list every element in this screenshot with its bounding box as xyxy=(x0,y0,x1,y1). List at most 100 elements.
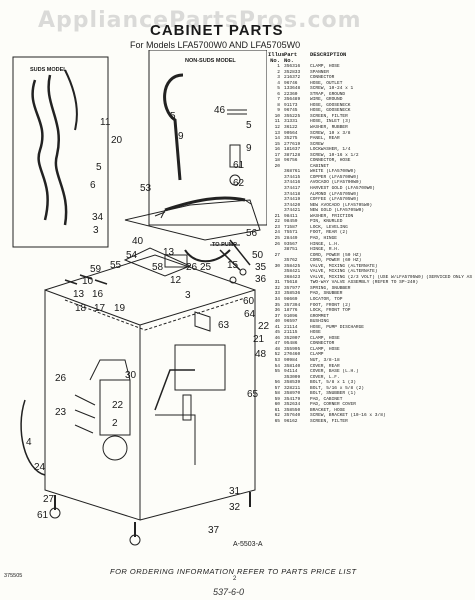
callout: 61 xyxy=(37,510,49,521)
ordering-note: FOR ORDERING INFORMATION REFER TO PARTS … xyxy=(110,567,357,576)
part-no-cell: 358550 xyxy=(284,407,301,413)
description-cell: HOSE, INLET (3) xyxy=(310,119,351,125)
callout: 5 xyxy=(170,111,176,122)
part-no-cell: 75571 xyxy=(284,230,298,236)
description-cell: HINGE, R.H. xyxy=(310,247,340,253)
part-no-cell: 356489 xyxy=(284,97,301,103)
callout: 16 xyxy=(92,289,104,300)
description-cell: CLAMP, HOSE xyxy=(310,346,340,352)
callout: 17 xyxy=(94,303,106,314)
description-cell: PANEL, REAR xyxy=(310,136,340,142)
illus-no-cell: 21 xyxy=(274,213,280,219)
description-cell: AVOCADO (LFA5700W0) xyxy=(310,180,362,186)
illus-no-cell: 13 xyxy=(274,130,280,136)
illus-no-cell: 26 xyxy=(274,241,280,247)
description-cell: HARVEST GOLD (LFA5700W0) xyxy=(310,186,375,192)
description-cell: PIN, KNURLED xyxy=(310,219,343,225)
illus-no-cell: 8 xyxy=(277,102,280,108)
part-no-cell: 354179 xyxy=(284,396,301,402)
description-cell: SPRING, SNUBBER xyxy=(310,285,351,291)
description-cell: BOLT, SNUBBER (1) xyxy=(310,391,356,397)
illus-no-cell: 25 xyxy=(274,235,280,241)
page-title: CABINET PARTS xyxy=(150,22,284,39)
illus-no-cell: 7 xyxy=(277,97,280,103)
callout: 15 xyxy=(227,260,239,271)
callout: 34 xyxy=(92,212,104,223)
part-no-cell: 36122 xyxy=(284,125,298,131)
callout: 40 xyxy=(132,236,144,247)
description-cell: CLAMP xyxy=(310,352,324,358)
description-cell: HOSE xyxy=(310,330,321,336)
description-cell: HOSE, PUMP DISCHARGE xyxy=(310,324,365,330)
description-cell: HOSE, GOOSENECK xyxy=(310,102,351,108)
description-cell: CONNECTOR xyxy=(310,341,335,347)
callout: 3 xyxy=(185,290,191,301)
callout: 11 xyxy=(100,117,111,128)
part-no-cell: 96746 xyxy=(284,80,298,86)
part-no-cell: 353009 xyxy=(284,374,301,380)
illus-no-cell: 47 xyxy=(274,341,280,347)
description-cell: CORD, POWER (50 HZ) xyxy=(310,252,362,258)
handwritten-note: 537-6-0 xyxy=(213,587,245,597)
part-no-cell: 18776 xyxy=(284,308,298,314)
callout: 26 xyxy=(186,262,198,273)
callout: 32 xyxy=(229,502,241,513)
table-row: 27 CORD, POWER (50 HZ) xyxy=(268,253,473,259)
description-cell: CORD, POWER (60 HZ) xyxy=(310,258,362,264)
illus-no-cell: 57 xyxy=(274,385,280,391)
header-illus-no: Illus No. xyxy=(268,51,285,64)
description-cell: SCREEN, FILTER xyxy=(310,113,348,119)
part-no-cell: 374418 xyxy=(284,191,301,197)
description-cell: LOCK, FRONT TOP xyxy=(310,308,351,314)
part-no-cell: 358539 xyxy=(284,380,301,386)
part-no-cell: 94114 xyxy=(284,369,298,375)
callout: 64 xyxy=(244,309,256,320)
callout: 55 xyxy=(110,260,122,271)
description-cell: HOSE, GOOSENECK xyxy=(310,108,351,114)
illus-no-cell: 20 xyxy=(274,163,280,169)
description-cell: SCREW, 10 x 3/8 xyxy=(310,130,351,136)
callout: 46 xyxy=(214,105,226,116)
part-no-cell: 352634 xyxy=(284,402,301,408)
header-part-no: Part No. xyxy=(284,51,298,64)
to-pump-label: TO PUMP xyxy=(212,242,237,248)
description-cell: SCREEN, FILTER xyxy=(310,419,348,424)
illus-no-cell: 41 xyxy=(274,324,280,330)
part-no-cell: 216372 xyxy=(284,75,301,81)
description-cell: BOLT, 5/8 x 1 (3) xyxy=(310,380,356,386)
description-cell: PAD, HINGE xyxy=(310,235,338,241)
part-no-cell: 358970 xyxy=(284,391,301,397)
callout: 26 xyxy=(55,373,67,384)
part-no-cell: 352007 xyxy=(284,335,301,341)
callout: 56 xyxy=(246,228,258,239)
parts-list-header: Illus No. Part No. DESCRIPTION xyxy=(268,52,473,64)
description-cell: VALVE, MIXING (ALTERNATE) xyxy=(310,269,378,275)
description-cell: VALVE, MIXING (ALTERNATE) xyxy=(310,263,378,269)
part-no-cell: 357394 xyxy=(284,302,301,308)
illus-no-cell: 60 xyxy=(274,402,280,408)
illus-no-cell: 27 xyxy=(274,252,280,258)
description-cell: SCREW, 10-16 x 1/2 xyxy=(310,152,359,158)
